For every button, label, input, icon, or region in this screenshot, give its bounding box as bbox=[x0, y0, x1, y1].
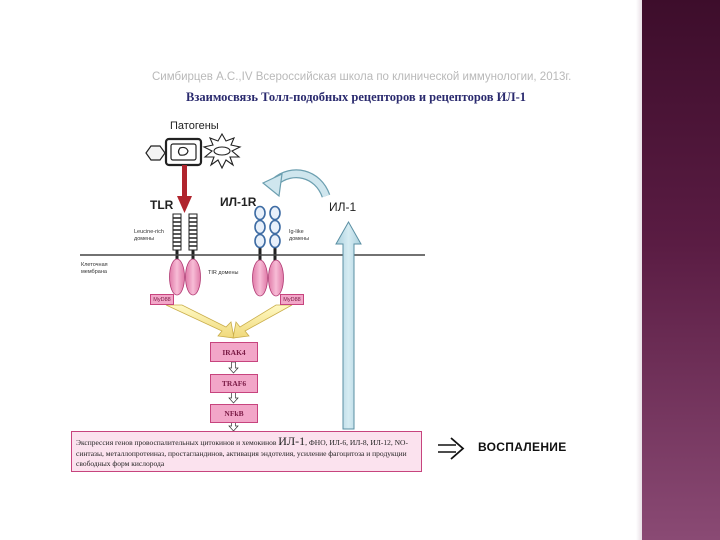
il1-label: ИЛ-1 bbox=[329, 200, 357, 214]
il1r-label: ИЛ-1R bbox=[220, 195, 257, 209]
irak4-box: IRAK4 bbox=[210, 342, 258, 362]
pathogen-to-tlr-arrow bbox=[177, 165, 192, 213]
myd88-box-left: MyD88 bbox=[150, 294, 174, 305]
leucine-domains-label: Leucine-rich домены bbox=[134, 229, 164, 242]
myd88-to-irak4-arrows bbox=[165, 304, 293, 339]
ig-domains-label: Ig-like домены bbox=[289, 229, 310, 242]
nfkb-to-expression-arrow bbox=[228, 421, 239, 432]
gene-expression-box: Экспрессия генов провоспалительных циток… bbox=[71, 431, 422, 472]
irak4-to-traf6-arrow bbox=[228, 361, 239, 374]
traf6-to-nfkb-arrow bbox=[228, 391, 239, 404]
traf6-box: TRAF6 bbox=[210, 374, 258, 393]
inflammation-double-arrow bbox=[438, 437, 465, 460]
il1r-receptor bbox=[252, 205, 284, 297]
tlr-label: TLR bbox=[150, 198, 174, 212]
expression-suffix: , ФНО, ИЛ-6, ИЛ-8, ИЛ-12, NO-синтазы, ме… bbox=[76, 438, 408, 468]
membrane-label: Клеточная мембрана bbox=[81, 262, 108, 275]
pathogen-burst-icon bbox=[202, 132, 242, 170]
decorative-sidebar bbox=[642, 0, 720, 540]
pathogen-hexagon-icon bbox=[145, 145, 166, 161]
slide-title: Взаимосвязь Толл-подобных рецепторов и р… bbox=[186, 90, 527, 104]
expression-prefix: Экспрессия генов провоспалительных циток… bbox=[76, 438, 277, 447]
tlr-receptor bbox=[169, 213, 201, 296]
il1-production-arrow bbox=[335, 220, 362, 430]
inflammation-label: ВОСПАЛЕНИЕ bbox=[478, 440, 567, 454]
tir-domains-label: TIR домены bbox=[208, 270, 239, 276]
slide-credit: Симбирцев А.С.,IV Всероссийская школа по… bbox=[152, 71, 572, 83]
il1-feedback-curved-arrow bbox=[261, 169, 331, 198]
pathogens-label: Патогены bbox=[170, 120, 219, 132]
sidebar-edge bbox=[636, 0, 642, 540]
pathogen-bacterium-icon bbox=[164, 137, 203, 167]
myd88-box-right: MyD88 bbox=[280, 294, 304, 305]
expression-il1: ИЛ-1 bbox=[278, 434, 306, 448]
nfkb-box: NFkB bbox=[210, 404, 258, 423]
